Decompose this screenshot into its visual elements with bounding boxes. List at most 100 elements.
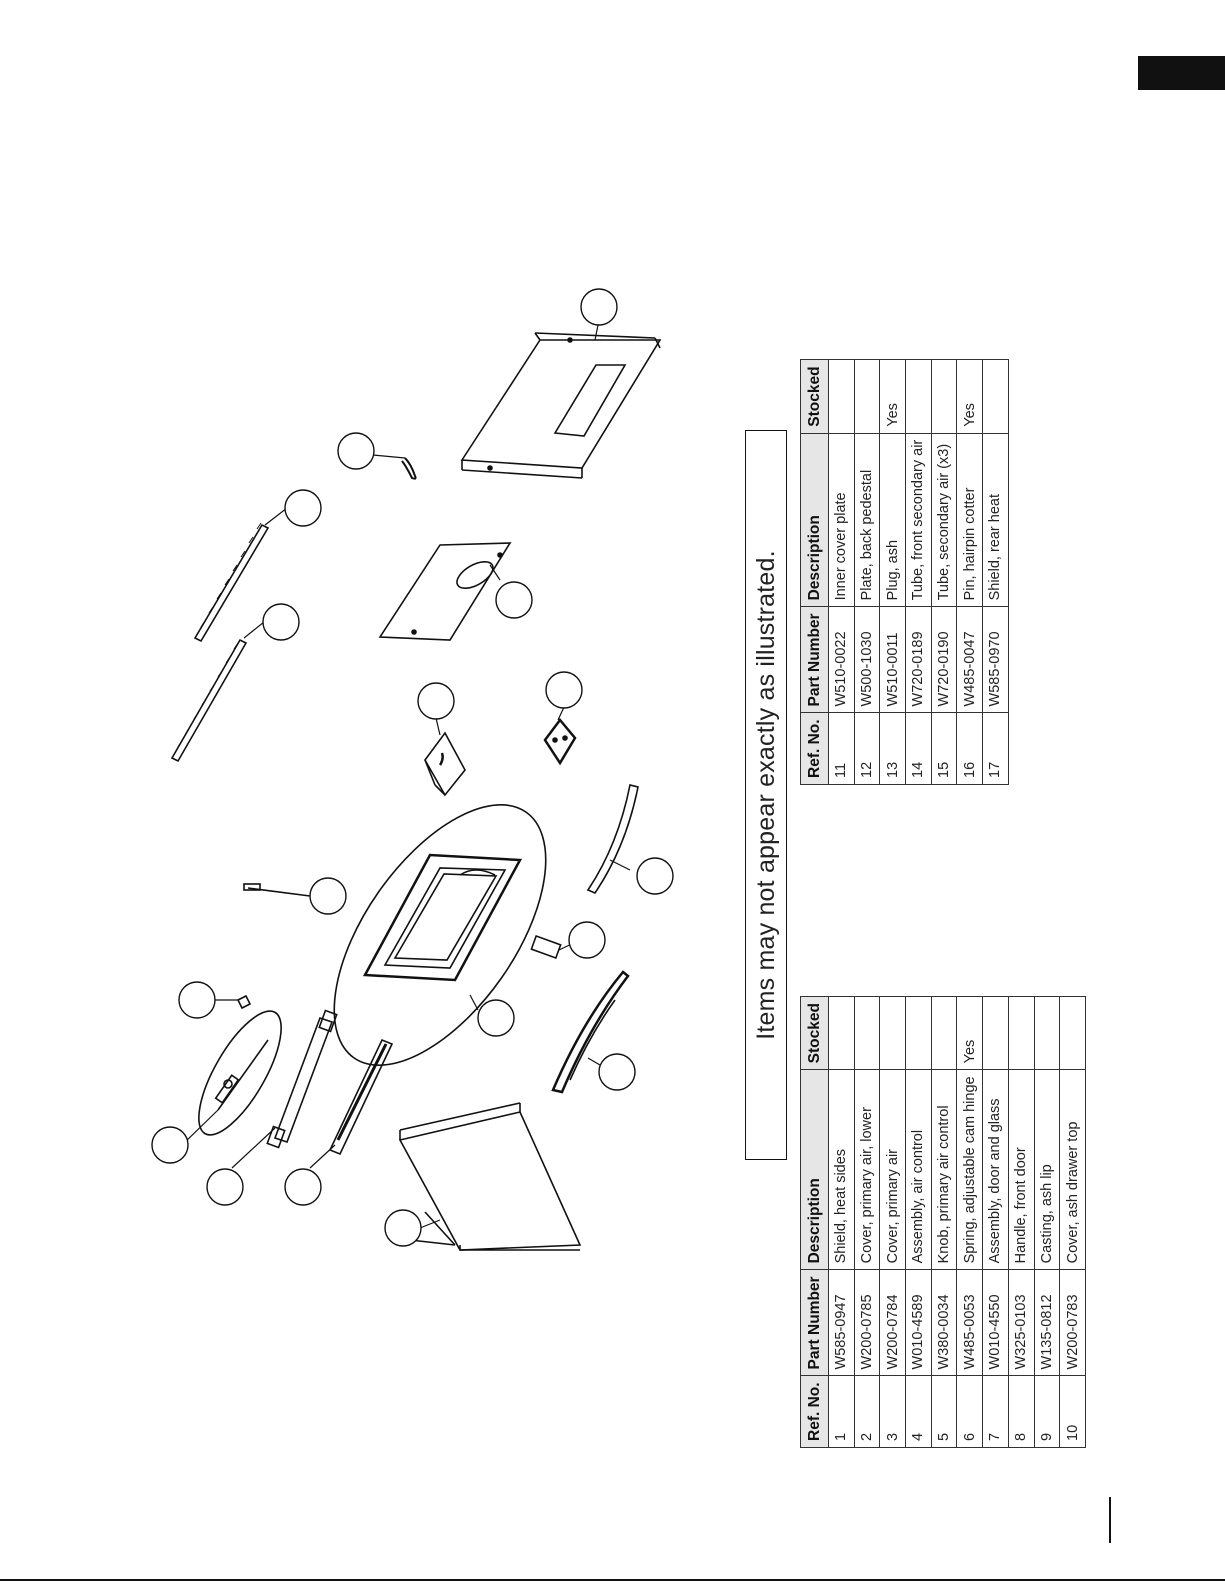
part-cell: W325-0103 <box>1008 1269 1034 1376</box>
handle-drawing <box>530 934 562 960</box>
table-header-row: Ref. No. Part Number Description Stocked <box>800 996 829 1448</box>
desc-cell: Pin, hairpin cotter <box>956 433 983 607</box>
desc-cell: Shield, rear heat <box>982 433 1009 607</box>
ref-cell: 13 <box>879 712 906 785</box>
desc-cell: Plate, back pedestal <box>854 433 880 607</box>
back-pedestal-plate-drawing <box>378 542 512 641</box>
part-cell: W720-0190 <box>931 606 957 713</box>
illustration-notice: Items may not appear exactly as illustra… <box>745 430 787 1160</box>
parts-table-2: Ref. No. Part Number Description Stocked… <box>800 359 1009 785</box>
desc-cell: Casting, ash lip <box>1034 1069 1060 1270</box>
stocked-cell: Yes <box>879 359 906 434</box>
part-cell: W010-4550 <box>982 1269 1009 1376</box>
stocked-cell <box>982 996 1009 1070</box>
desc-cell: Assembly, air control <box>905 1069 932 1270</box>
ash-lip-casting-drawing <box>551 970 630 1094</box>
ref-cell: 14 <box>905 712 932 785</box>
desc-cell: Handle, front door <box>1008 1069 1034 1270</box>
stocked-cell <box>905 996 932 1070</box>
inner-cover-plate-drawing <box>543 717 577 766</box>
part-cell: W200-0784 <box>879 1269 906 1376</box>
part-cell: W135-0812 <box>1034 1269 1060 1376</box>
header-ref-no: Ref. No. <box>800 712 829 785</box>
ref-cell: 3 <box>879 1375 906 1448</box>
ref-cell: 4 <box>905 1375 932 1448</box>
part-cell: W510-0011 <box>879 606 906 713</box>
knob-drawing <box>236 994 252 1010</box>
ash-drawer-cover-drawing <box>586 784 639 894</box>
ref-cell: 5 <box>931 1375 957 1448</box>
ref-cell: 16 <box>956 712 983 785</box>
ref-cell: 12 <box>854 712 880 785</box>
stocked-cell <box>1008 996 1034 1070</box>
desc-cell: Tube, front secondary air <box>905 433 932 607</box>
part-cell: W485-0047 <box>956 606 983 713</box>
rear-heat-shield-drawing <box>460 332 662 479</box>
primary-air-cover-drawing <box>328 1038 394 1156</box>
ref-cell: 10 <box>1059 1375 1086 1448</box>
part-cell: W585-0970 <box>982 606 1009 713</box>
ref-cell: 8 <box>1008 1375 1034 1448</box>
desc-cell: Assembly, door and glass <box>982 1069 1009 1270</box>
header-description: Description <box>800 433 829 607</box>
stocked-cell <box>1059 996 1086 1070</box>
spring-drawing <box>243 883 311 897</box>
header-description: Description <box>800 1069 829 1270</box>
part-cell: W485-0053 <box>956 1269 983 1376</box>
part-cell: W510-0022 <box>828 606 855 713</box>
header-part-number: Part Number <box>800 1269 829 1376</box>
door-assembly-drawing <box>362 853 523 982</box>
table-header-row: Ref. No. Part Number Description Stocked <box>800 359 829 785</box>
page-mark <box>1109 1497 1111 1543</box>
header-stocked: Stocked <box>800 996 829 1070</box>
header-stocked: Stocked <box>800 359 829 434</box>
part-cell: W380-0034 <box>931 1269 957 1376</box>
part-cell: W200-0783 <box>1059 1269 1086 1376</box>
stocked-cell <box>854 996 880 1070</box>
desc-cell: Spring, adjustable cam hinge <box>956 1069 983 1270</box>
ref-cell: 7 <box>982 1375 1009 1448</box>
part-cell: W200-0785 <box>854 1269 880 1376</box>
part-cell: W500-1030 <box>854 606 880 713</box>
stocked-cell <box>854 359 880 434</box>
desc-cell: Knob, primary air control <box>931 1069 957 1270</box>
desc-cell: Cover, primary air <box>879 1069 906 1270</box>
desc-cell: Cover, ash drawer top <box>1059 1069 1086 1270</box>
stocked-cell <box>828 359 855 434</box>
ref-cell: 15 <box>931 712 957 785</box>
secondary-air-tubes-drawing <box>170 522 270 763</box>
header-ref-no: Ref. No. <box>800 1375 829 1448</box>
stocked-cell <box>1034 996 1060 1070</box>
stocked-cell <box>982 359 1009 434</box>
ref-cell: 2 <box>854 1375 880 1448</box>
desc-cell: Cover, primary air, lower <box>854 1069 880 1270</box>
primary-air-cover-lower-drawing <box>266 1009 338 1149</box>
section-tab-marker <box>1138 56 1225 90</box>
desc-cell: Plug, ash <box>879 433 906 607</box>
stocked-cell <box>905 359 932 434</box>
part-cell: W585-0947 <box>828 1269 855 1376</box>
part-cell: W720-0189 <box>905 606 932 713</box>
hairpin-drawing <box>401 457 417 480</box>
stocked-cell: Yes <box>956 996 983 1070</box>
part-cell: W010-4589 <box>905 1269 932 1376</box>
desc-cell: Shield, heat sides <box>828 1069 855 1270</box>
ref-cell: 17 <box>982 712 1009 785</box>
air-control-drawing <box>214 1039 269 1111</box>
stocked-cell: Yes <box>956 359 983 434</box>
